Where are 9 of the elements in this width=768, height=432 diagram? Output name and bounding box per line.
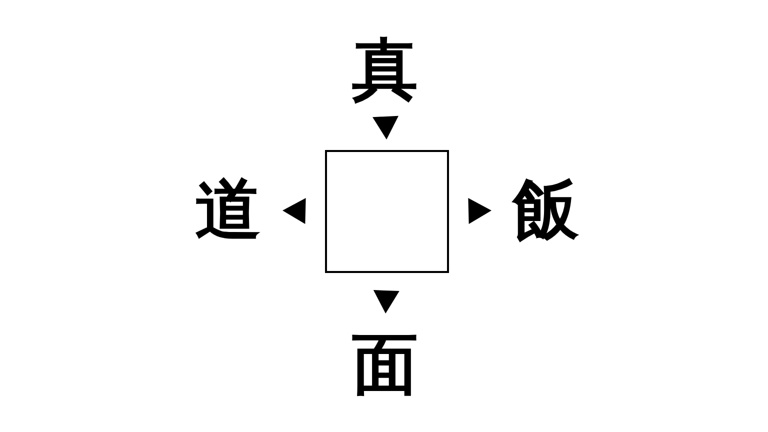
blank-box (325, 150, 449, 273)
triangle-arrow (468, 198, 492, 224)
kanji-character: 面 (350, 330, 420, 400)
kanji-character: 真 (350, 35, 420, 105)
triangle-arrow (373, 290, 400, 314)
triangle-arrow (372, 116, 398, 140)
kanji-character: 道 (192, 175, 264, 245)
triangle-arrow (282, 198, 306, 224)
kanji-character: 飯 (510, 175, 582, 245)
